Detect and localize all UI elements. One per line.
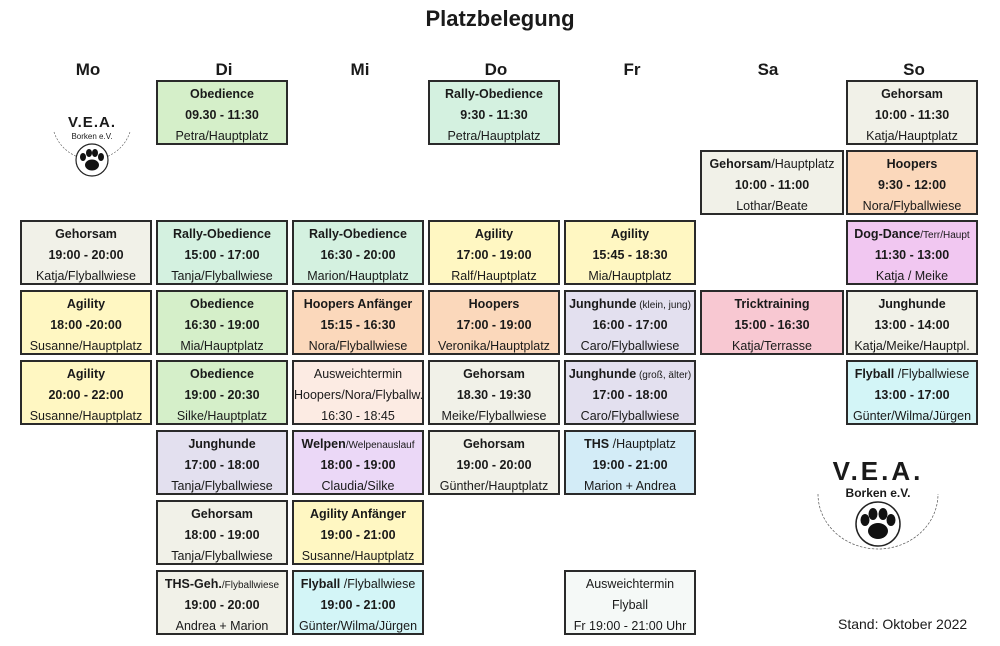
- schedule-card: Flyball /Flyballwiese 13:00 - 17:00 Günt…: [846, 360, 978, 425]
- schedule-card: Rally-Obedience 9:30 - 11:30 Petra/Haupt…: [428, 80, 560, 145]
- day-header-so: So: [903, 60, 925, 79]
- schedule-card: Junghunde (groß, älter) 17:00 - 18:00 Ca…: [564, 360, 696, 425]
- schedule-card: Agility 17:00 - 19:00 Ralf/Hauptplatz: [428, 220, 560, 285]
- club-logo-large: V.E.A. Borken e.V.: [808, 444, 948, 569]
- day-header-fr: Fr: [623, 60, 641, 79]
- schedule-card: Junghunde 13:00 - 14:00 Katja/Meike/Haup…: [846, 290, 978, 355]
- day-header-di: Di: [215, 60, 233, 79]
- schedule-card: Obedience 16:30 - 19:00 Mia/Hauptplatz: [156, 290, 288, 355]
- day-header-do: Do: [484, 60, 508, 79]
- page-title: Platzbelegung: [425, 6, 575, 31]
- schedule-card: Gehorsam 18.30 - 19:30 Meike/Flyballwies…: [428, 360, 560, 425]
- schedule-card: Tricktraining 15:00 - 16:30 Katja/Terras…: [700, 290, 844, 355]
- schedule-card: Hoopers 17:00 - 19:00 Veronika/Hauptplat…: [428, 290, 560, 355]
- schedule-card: Obedience 19:00 - 20:30 Silke/Hauptplatz: [156, 360, 288, 425]
- schedule-card: Welpen/Welpenauslauf 18:00 - 19:00 Claud…: [292, 430, 424, 495]
- schedule-card: Ausweichtermin Flyball Fr 19:00 - 21:00 …: [564, 570, 696, 635]
- schedule-card: Agility 15:45 - 18:30 Mia/Hauptplatz: [564, 220, 696, 285]
- schedule-card: THS-Geh./Flyballwiese 19:00 - 20:00 Andr…: [156, 570, 288, 635]
- schedule-card: Obedience 09.30 - 11:30 Petra/Hauptplatz: [156, 80, 288, 145]
- schedule-card: Gehorsam 10:00 - 11:30 Katja/Hauptplatz: [846, 80, 978, 145]
- schedule-card: Agility Anfänger 19:00 - 21:00 Susanne/H…: [292, 500, 424, 565]
- schedule-card: Hoopers 9:30 - 12:00 Nora/Flyballwiese: [846, 150, 978, 215]
- paw-icon: [53, 131, 131, 177]
- schedule-card: Dog-Dance/Terr/Haupt 11:30 - 13:00 Katja…: [846, 220, 978, 285]
- schedule-card: Gehorsam 18:00 - 19:00 Tanja/Flyballwies…: [156, 500, 288, 565]
- schedule-card: Rally-Obedience 16:30 - 20:00 Marion/Hau…: [292, 220, 424, 285]
- schedule-card: Agility 18:00 -20:00 Susanne/Hauptplatz: [20, 290, 152, 355]
- schedule-card: Hoopers Anfänger 15:15 - 16:30 Nora/Flyb…: [292, 290, 424, 355]
- schedule-card: Gehorsam/Hauptplatz 10:00 - 11:00 Lothar…: [700, 150, 844, 215]
- schedule-card: Gehorsam 19:00 - 20:00 Katja/Flyballwies…: [20, 220, 152, 285]
- day-header-mo: Mo: [75, 60, 101, 79]
- last-updated-note: Stand: Oktober 2022: [838, 616, 968, 632]
- schedule-card: Rally-Obedience 15:00 - 17:00 Tanja/Flyb…: [156, 220, 288, 285]
- paw-icon: [817, 493, 939, 550]
- club-logo-small: V.E.A. Borken e.V.: [44, 102, 140, 192]
- schedule-card: THS /Hauptplatz 19:00 - 21:00 Marion + A…: [564, 430, 696, 495]
- schedule-card: Junghunde (klein, jung) 16:00 - 17:00 Ca…: [564, 290, 696, 355]
- day-header-sa: Sa: [757, 60, 779, 79]
- schedule-card: Flyball /Flyballwiese 19:00 - 21:00 Günt…: [292, 570, 424, 635]
- schedule-card: Junghunde 17:00 - 18:00 Tanja/Flyballwie…: [156, 430, 288, 495]
- schedule-card: Ausweichtermin Hoopers/Nora/Flyballw. 16…: [292, 360, 424, 425]
- schedule-card: Gehorsam 19:00 - 20:00 Günther/Hauptplat…: [428, 430, 560, 495]
- day-header-mi: Mi: [350, 60, 370, 79]
- schedule-card: Agility 20:00 - 22:00 Susanne/Hauptplatz: [20, 360, 152, 425]
